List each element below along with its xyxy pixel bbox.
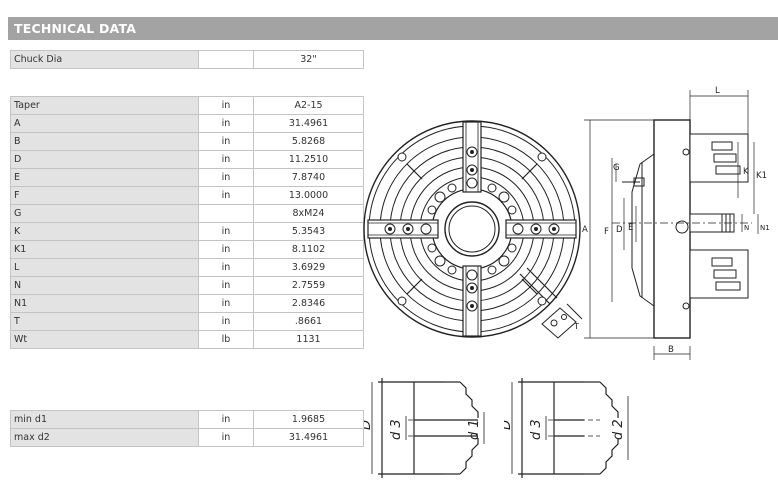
spec-value: 31.4961 bbox=[253, 114, 364, 133]
center-bore bbox=[444, 201, 500, 257]
dim-label-d: D bbox=[616, 225, 623, 235]
spec-value: 7.8740 bbox=[253, 168, 364, 187]
spec-label: T bbox=[10, 312, 199, 331]
spec-label: max d2 bbox=[10, 428, 199, 447]
spec-unit: in bbox=[198, 96, 254, 115]
spec-label: K1 bbox=[10, 240, 199, 259]
dim-label-n1: N1 bbox=[760, 224, 770, 232]
spec-unit: in bbox=[198, 240, 254, 259]
outer-ring bbox=[363, 120, 581, 338]
dim-label-n: N bbox=[744, 224, 749, 232]
spec-value: 5.8268 bbox=[253, 132, 364, 151]
spec-value: 2.8346 bbox=[253, 294, 364, 313]
spec-label: N bbox=[10, 276, 199, 295]
dim-label-b: B bbox=[668, 345, 674, 355]
dim-label-e: E bbox=[628, 223, 633, 233]
bore-label-d: D bbox=[364, 420, 374, 430]
spec-value: 3.6929 bbox=[253, 258, 364, 277]
spec-unit: in bbox=[198, 150, 254, 169]
bore-label-d3: d 3 bbox=[389, 419, 404, 440]
spec-label: K bbox=[10, 222, 199, 241]
spec-unit: in bbox=[198, 186, 254, 205]
dim-label-k1: K1 bbox=[756, 171, 767, 181]
spec-label: Taper bbox=[10, 96, 199, 115]
spec-unit: lb bbox=[198, 330, 254, 349]
chuck-dia-table: Chuck Dia 32" bbox=[10, 50, 364, 69]
spec-value: 31.4961 bbox=[253, 428, 364, 447]
spec-unit: in bbox=[198, 276, 254, 295]
dim-label-g: G bbox=[613, 163, 620, 173]
spec-unit: in bbox=[198, 114, 254, 133]
spec-unit: in bbox=[198, 132, 254, 151]
spec-label: Chuck Dia bbox=[10, 50, 199, 69]
bore-label-d3: d 3 bbox=[529, 419, 544, 440]
spec-label: B bbox=[10, 132, 199, 151]
spec-label: L bbox=[10, 258, 199, 277]
spec-value: 8xM24 bbox=[253, 204, 364, 223]
section-header: TECHNICAL DATA bbox=[8, 17, 778, 40]
spec-label: Wt bbox=[10, 330, 199, 349]
spec-value: 13.0000 bbox=[253, 186, 364, 205]
spec-label: min d1 bbox=[10, 410, 199, 429]
spec-unit: in bbox=[198, 410, 254, 429]
spec-label: N1 bbox=[10, 294, 199, 313]
spec-value: 11.2510 bbox=[253, 150, 364, 169]
spec-label: E bbox=[10, 168, 199, 187]
bore-min-diagram: D d 3 d 1 bbox=[364, 378, 485, 478]
spec-value: 32" bbox=[253, 50, 364, 69]
bore-max-diagram: D d 3 d 2 bbox=[504, 378, 629, 478]
dim-label-l: L bbox=[715, 86, 720, 96]
bore-label-d2: d 2 bbox=[611, 419, 626, 440]
spec-unit: in bbox=[198, 258, 254, 277]
spec-unit bbox=[198, 50, 254, 69]
spec-unit bbox=[198, 204, 254, 223]
dim-label-f: F bbox=[604, 227, 609, 237]
dim-label-t: T bbox=[573, 322, 579, 331]
chuck-front-view: T bbox=[363, 120, 583, 339]
spec-value: .8661 bbox=[253, 312, 364, 331]
spec-value: A2-15 bbox=[253, 96, 364, 115]
spec-label: F bbox=[10, 186, 199, 205]
spec-unit: in bbox=[198, 222, 254, 241]
spec-label: G bbox=[10, 204, 199, 223]
chuck-side-view: L G K K1 A F D E N N1 B bbox=[582, 86, 770, 360]
spec-label: D bbox=[10, 150, 199, 169]
spec-unit: in bbox=[198, 168, 254, 187]
spec-value: 1.9685 bbox=[253, 410, 364, 429]
dim-label-a: A bbox=[582, 225, 588, 235]
spec-label: A bbox=[10, 114, 199, 133]
spec-value: 5.3543 bbox=[253, 222, 364, 241]
spec-unit: in bbox=[198, 312, 254, 331]
table-row: Chuck Dia 32" bbox=[10, 50, 364, 69]
spec-unit: in bbox=[198, 294, 254, 313]
bore-label-d: D bbox=[504, 420, 514, 430]
section-title: TECHNICAL DATA bbox=[14, 21, 137, 36]
spec-value: 2.7559 bbox=[253, 276, 364, 295]
dim-label-k: K bbox=[743, 167, 749, 177]
spec-value: 1131 bbox=[253, 330, 364, 349]
bore-label-d1: d 1 bbox=[467, 419, 482, 440]
spec-unit: in bbox=[198, 428, 254, 447]
spec-value: 8.1102 bbox=[253, 240, 364, 259]
table-row: G 8xM24 bbox=[10, 204, 364, 223]
